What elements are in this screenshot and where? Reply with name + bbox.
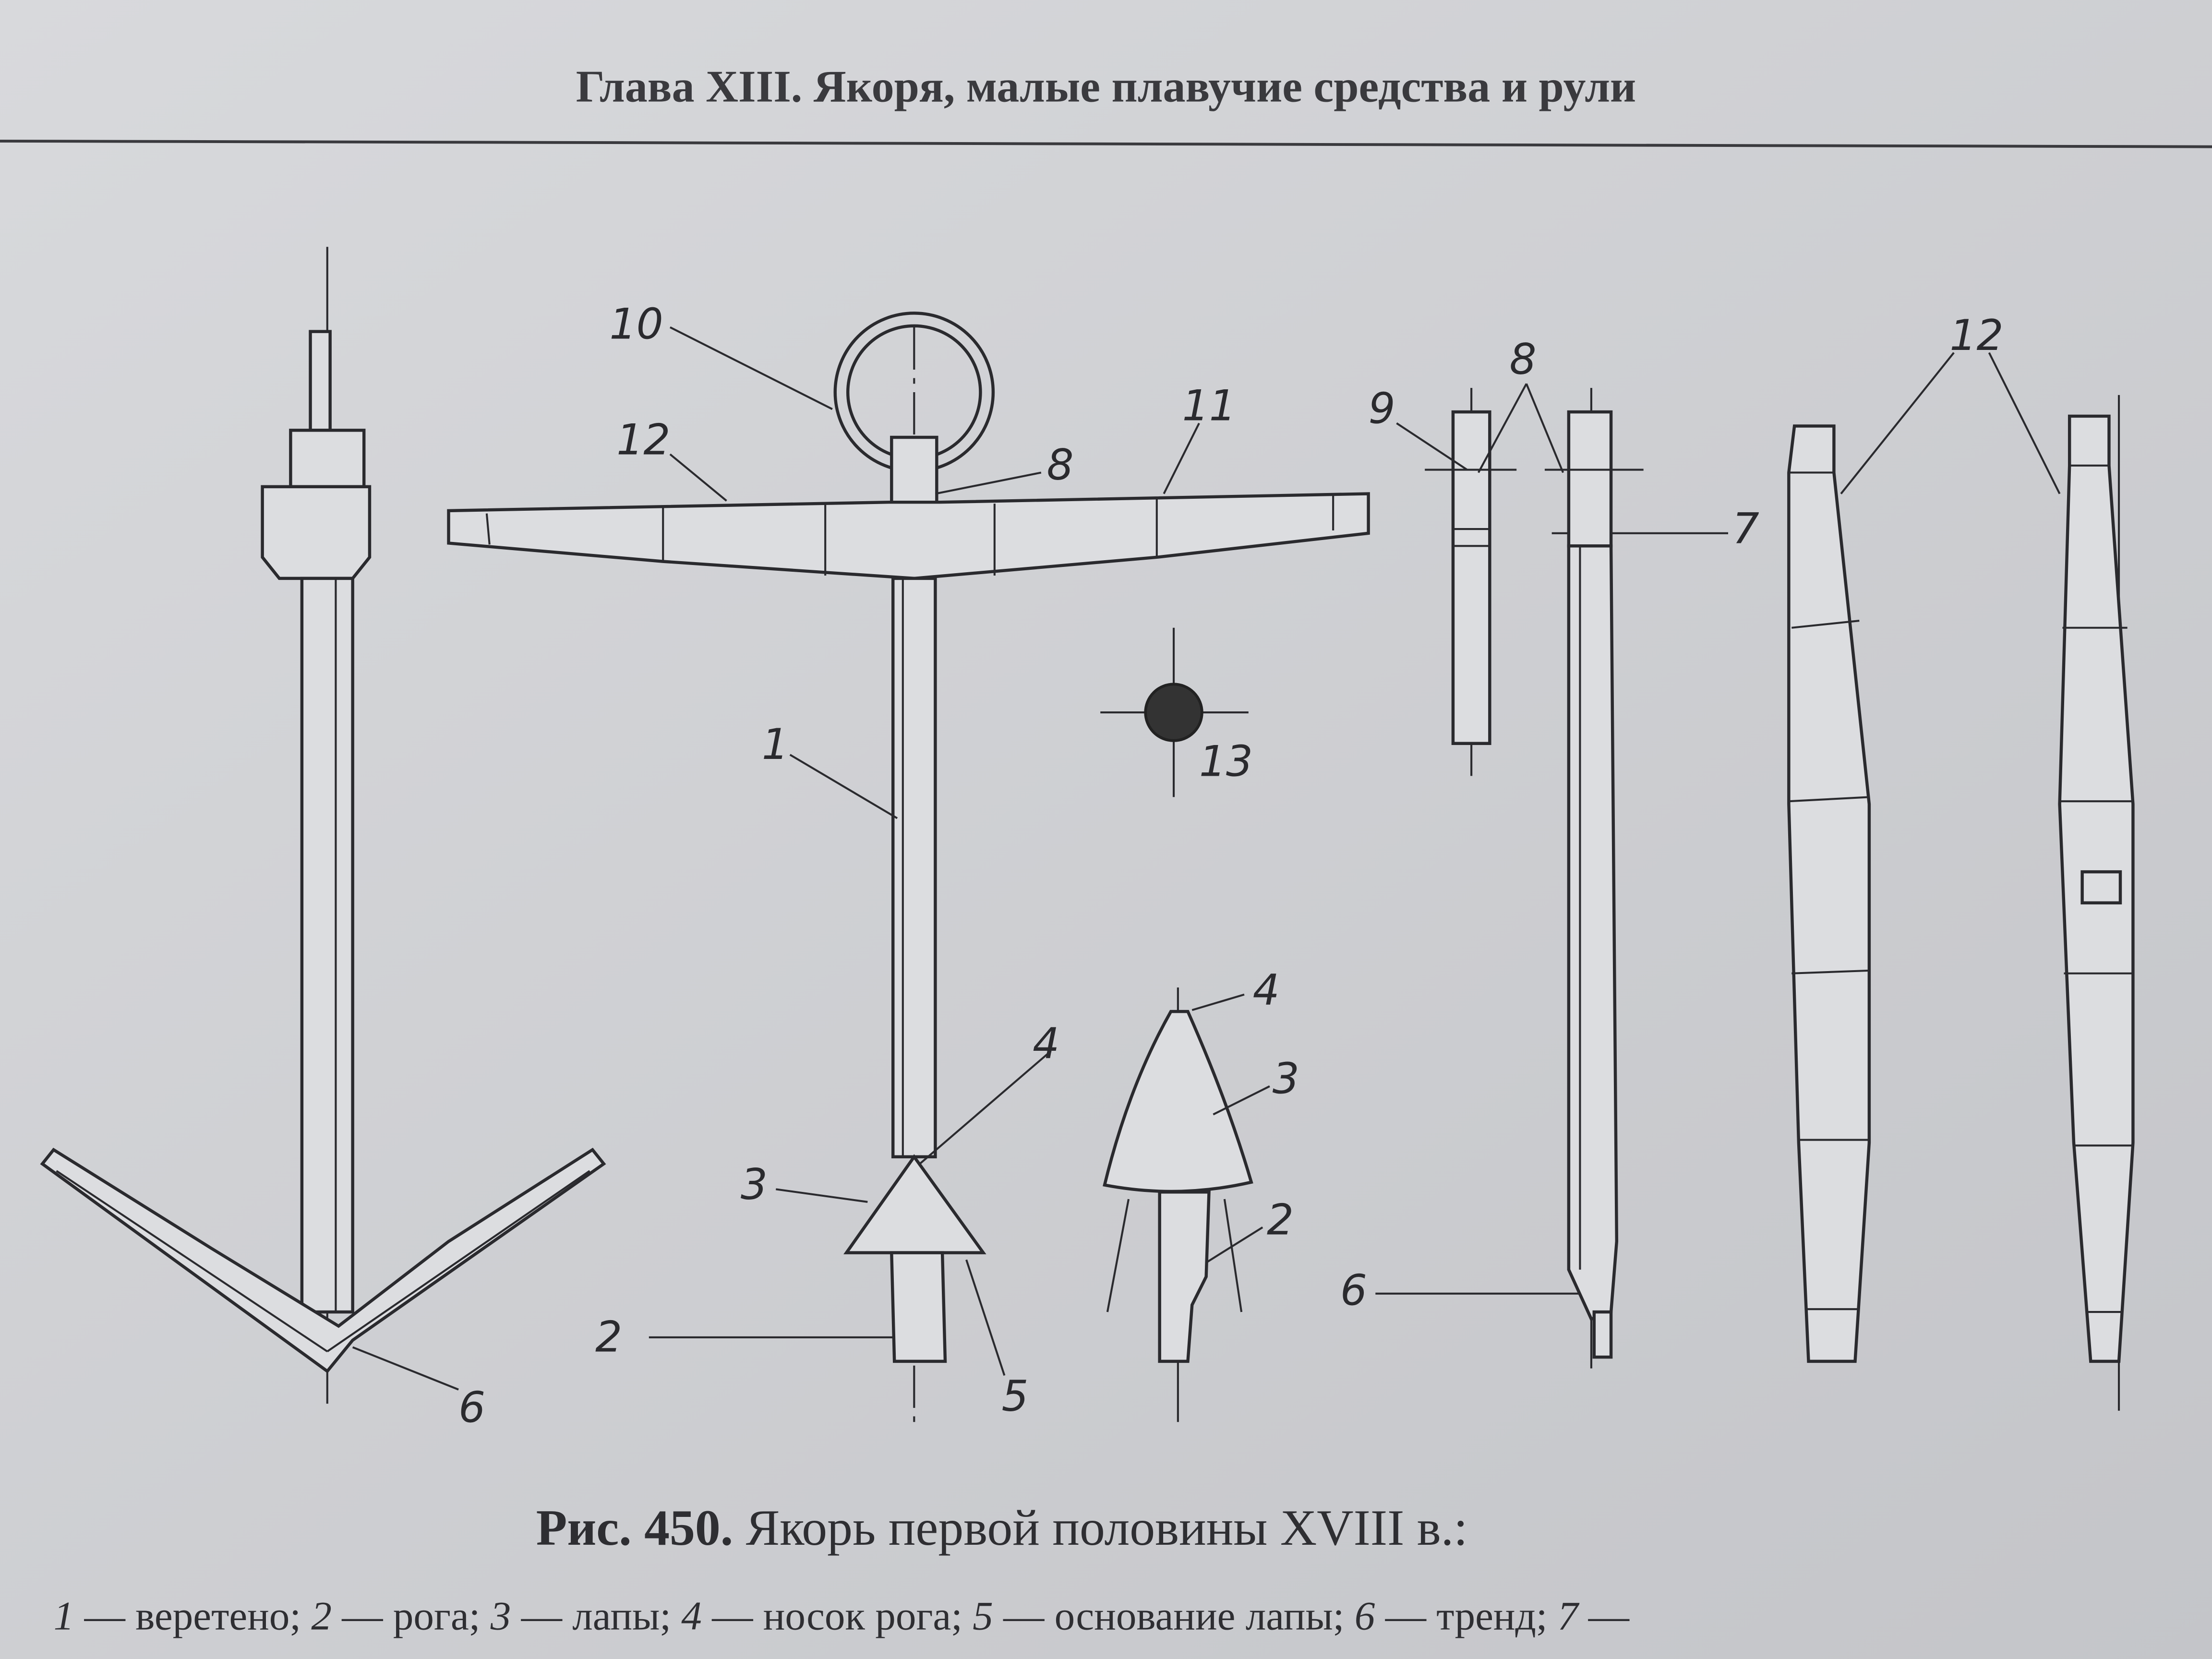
caption-number: Рис. 450.: [536, 1500, 733, 1556]
label-3: 3: [741, 1160, 768, 1209]
header-rule: [0, 139, 2212, 148]
legend-num: 6: [1355, 1593, 1375, 1638]
label-2-detail: 2: [1267, 1195, 1294, 1244]
section-13: 13: [1100, 627, 1253, 797]
fluke-detail: 4 3 2: [1103, 965, 1299, 1422]
label-5: 5: [1002, 1371, 1029, 1421]
legend-num: 4: [681, 1593, 702, 1638]
label-11: 11: [1182, 381, 1236, 431]
legend-num: 7: [1558, 1593, 1580, 1638]
label-13: 13: [1199, 736, 1253, 786]
legend-num: 3: [490, 1593, 511, 1638]
label-6: 6: [458, 1382, 485, 1432]
label-1: 1: [762, 720, 789, 769]
caption-title: Якорь первой половины XVIII в.:: [733, 1500, 1467, 1556]
legend-text: —: [1578, 1593, 1630, 1638]
legend-num: 2: [311, 1593, 332, 1638]
figure-legend: 1 — веретено; 2 — рога; 3 — лапы; 4 — но…: [54, 1593, 1630, 1638]
legend-text: — лапы;: [511, 1593, 681, 1638]
chapter-header: Глава XIII. Якоря, малые плавучие средст…: [576, 62, 1636, 112]
label-2: 2: [595, 1312, 622, 1361]
label-9: 9: [1369, 384, 1395, 433]
label-12-stock: 12: [1949, 311, 2003, 360]
legend-text: — тренд;: [1375, 1593, 1557, 1638]
legend-num: 1: [54, 1593, 74, 1638]
legend-text: — основание лапы;: [993, 1593, 1355, 1638]
figure-caption: Рис. 450. Якорь первой половины XVIII в.…: [536, 1500, 1468, 1556]
legend-num: 5: [973, 1593, 993, 1638]
legend-text: — носок рога;: [702, 1593, 973, 1638]
label-8-side: 8: [1509, 335, 1536, 384]
label-4-detail: 4: [1253, 965, 1280, 1014]
label-8: 8: [1047, 440, 1074, 490]
stock-views: 12: [1787, 311, 2135, 1411]
label-7: 7: [1732, 504, 1759, 553]
shank-views: 9 8 7 6: [1340, 335, 1759, 1369]
legend-text: — веретено;: [74, 1593, 311, 1638]
label-12: 12: [616, 415, 670, 464]
label-3-detail: 3: [1273, 1054, 1299, 1104]
label-4: 4: [1033, 1019, 1059, 1068]
anchor-front-view: 6: [40, 247, 606, 1432]
label-6-side: 6: [1340, 1265, 1367, 1315]
label-10: 10: [610, 299, 663, 349]
legend-text: — рога;: [332, 1593, 491, 1638]
anchor-side-view: 10 12 8 11 1 4 3 2 5: [447, 299, 1370, 1422]
